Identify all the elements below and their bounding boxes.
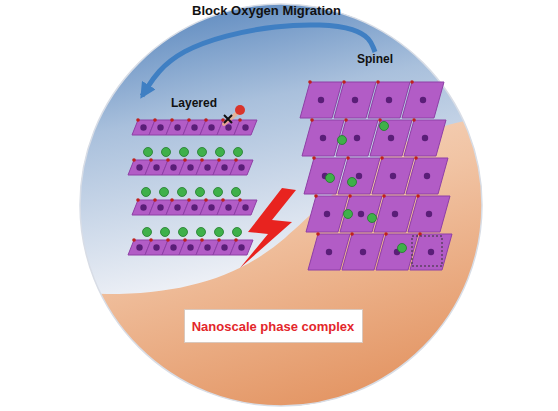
box-label: Nanoscale phase complex [192, 319, 355, 334]
structure-panel: Spinel [292, 52, 458, 274]
oxygen-ball [224, 105, 245, 124]
arrow-label: Block Oxygen Migration [192, 3, 341, 18]
structure-title: Layered [120, 96, 268, 110]
phase-box: Nanoscale phase complex [184, 309, 363, 343]
structure-title: Spinel [292, 52, 458, 66]
curved-arrow [142, 25, 375, 96]
spinel-structure [300, 80, 452, 270]
layered-structure [128, 118, 257, 255]
lightning-bolt [240, 188, 296, 268]
structure-panel: Layered [120, 96, 268, 264]
